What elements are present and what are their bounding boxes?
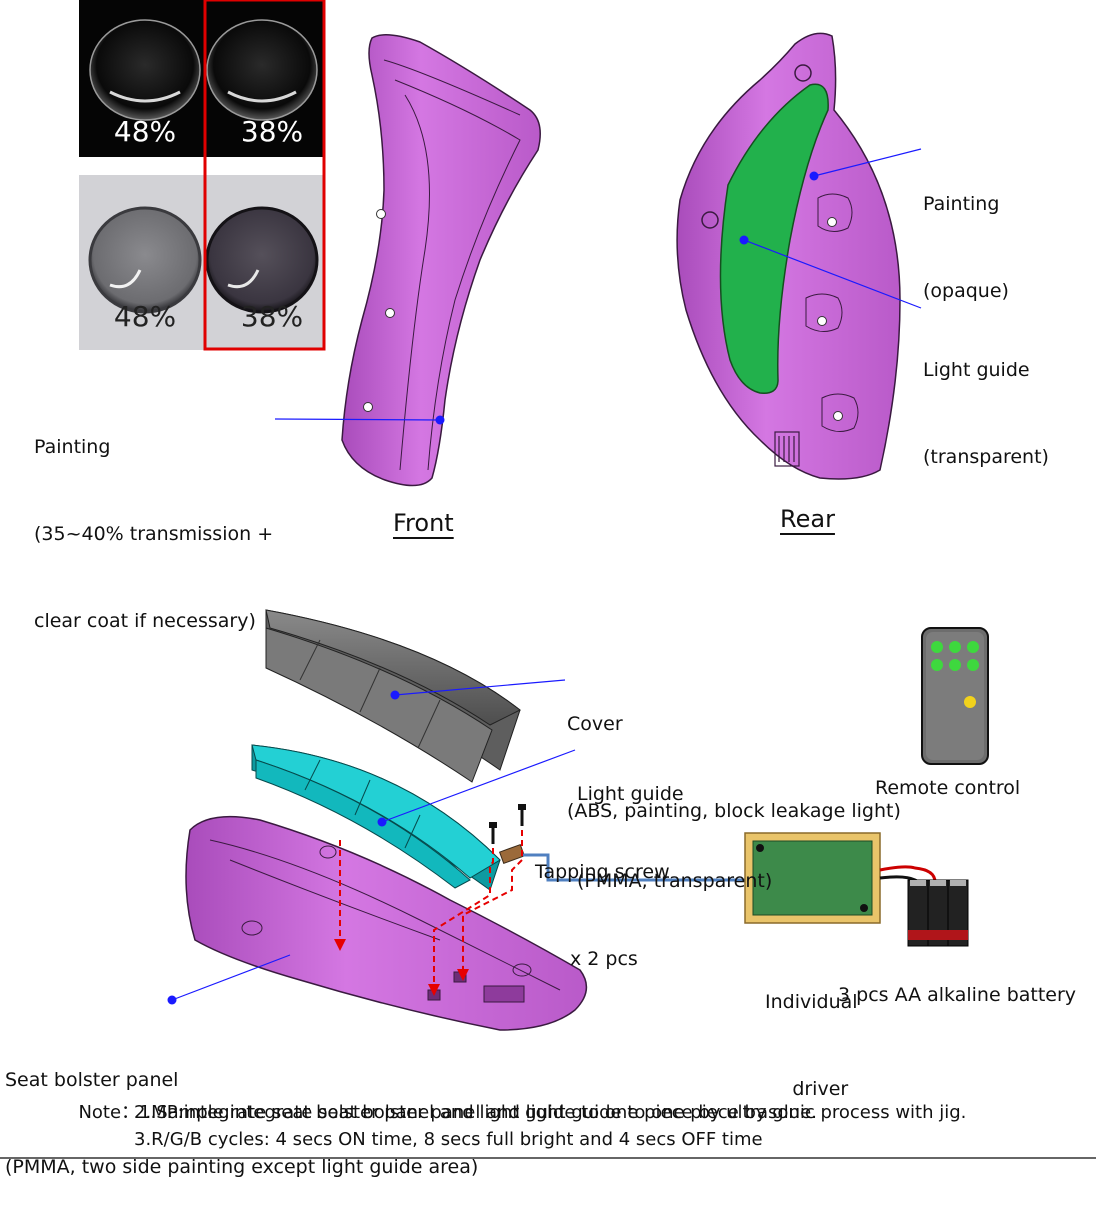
driver-wire: [523, 853, 745, 882]
cover-label-line: (ABS, painting, block leakage light): [567, 800, 901, 822]
front-painting-label: Painting (35~40% transmission + clear co…: [34, 375, 273, 665]
assembly-arrows: [334, 830, 523, 996]
assembly-light-guide-label: Light guide (PMMA, transparent): [577, 722, 772, 925]
rear-painting-label-line: Painting: [923, 193, 1000, 215]
lens-sample-48-light: [88, 206, 202, 314]
note-line: 1.Sample:integrate seat bolster panel an…: [139, 1102, 817, 1123]
rear-painting-label-line: (opaque): [923, 280, 1009, 302]
light-guide-part: [251, 744, 501, 891]
individual-driver-label-line: Individual: [765, 991, 858, 1013]
tapping-screw-label-line: Tapping screw: [535, 861, 670, 883]
sample-photos: [79, 0, 326, 351]
tapping-screw-label: Tapping screw x 2 pcs: [535, 800, 670, 1003]
rear-panel: [676, 32, 901, 480]
rear-heading: Rear: [780, 505, 835, 533]
front-panel: [341, 34, 541, 487]
battery-label: 3 pcs AA alkaline battery: [838, 984, 1077, 1006]
seat-bolster-label-line: (PMMA, two side painting except light gu…: [5, 1156, 479, 1178]
front-painting-label-line: (35~40% transmission +: [34, 523, 274, 545]
lens-highlight: [227, 90, 297, 103]
lens-sample-48-dark: [89, 19, 201, 121]
front-heading: Front: [393, 509, 454, 537]
rear-light-guide-label: Light guide (transparent): [923, 298, 1049, 501]
individual-driver-label-line: driver: [792, 1078, 849, 1100]
seat-bolster-part: [185, 815, 588, 1031]
lens-highlight: [109, 90, 181, 103]
note-line-2: 2.MP:integrate seat bolster panel and li…: [134, 1102, 967, 1123]
rear-light-guide-label-line: Light guide: [923, 359, 1030, 381]
note-block: Note：1.Sample:integrate seat bolster pan…: [67, 1071, 817, 1127]
leader-lines-top: [274, 148, 922, 425]
leader-lines-bottom: [167, 679, 576, 1005]
sample-pct-top-right: 38%: [240, 115, 304, 148]
note-prefix: Note：: [78, 1102, 140, 1123]
rear-light-guide-label-line: (transparent): [923, 446, 1049, 468]
lens-highlight: [227, 269, 260, 289]
sample-pct-bottom-left: 48%: [113, 300, 177, 333]
individual-driver: [744, 832, 937, 924]
assembly-light-guide-label-line: (PMMA, transparent): [577, 870, 773, 892]
selected-sample-frame: [203, 0, 326, 351]
diagram-canvas: [0, 0, 1096, 1159]
lens-highlight: [109, 269, 142, 289]
remote-control-label: Remote control: [875, 777, 1021, 799]
assembly-light-guide-label-line: Light guide: [577, 783, 684, 805]
cover-label: Cover (ABS, painting, block leakage ligh…: [567, 652, 901, 855]
sample-pct-top-left: 48%: [113, 115, 177, 148]
lens-sample-38-dark: [206, 19, 318, 121]
sample-pct-bottom-right: 38%: [240, 300, 304, 333]
cover-part: [265, 609, 521, 783]
aa-batteries: [907, 879, 969, 947]
individual-driver-label: Individual driver: [765, 930, 858, 1133]
remote-control: [921, 627, 989, 765]
front-painting-label-line: Painting: [34, 436, 111, 458]
tapping-screw-label-line: x 2 pcs: [570, 948, 638, 970]
note-line-3: 3.R/G/B cycles: 4 secs ON time, 8 secs f…: [134, 1129, 763, 1150]
front-painting-label-line: clear coat if necessary): [34, 610, 256, 632]
rear-painting-label: Painting (opaque): [923, 132, 1009, 335]
tapping-screws: [489, 804, 526, 865]
seat-bolster-label-line: Seat bolster panel: [5, 1069, 179, 1091]
cover-label-line: Cover: [567, 713, 623, 735]
lens-sample-38-light: [205, 206, 319, 314]
